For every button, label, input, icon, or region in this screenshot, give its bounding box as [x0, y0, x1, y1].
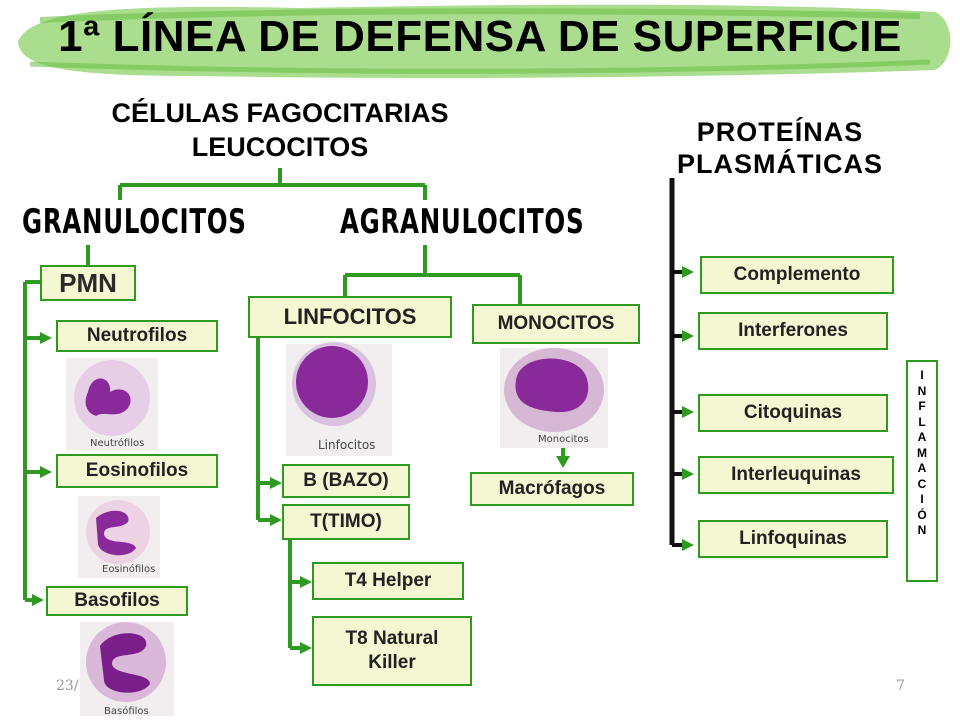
- neutrofilos-caption: Neutrófilos: [90, 438, 145, 449]
- right-arrow-icon: [682, 330, 694, 342]
- monocitos-caption: Monocitos: [538, 434, 589, 445]
- inflamacion-letter: C: [917, 476, 927, 491]
- macrofagos-box: Macrófagos: [470, 472, 634, 506]
- inflamacion-letter: A: [917, 461, 927, 475]
- right-arrow-icon: [32, 594, 44, 606]
- monocitos-box: MONOCITOS: [472, 304, 640, 344]
- basofilo-image: [80, 622, 174, 716]
- left-heading-line2: LEUCOCITOS: [191, 132, 369, 162]
- right-arrow-icon: [682, 539, 694, 551]
- right-arrow-icon: [270, 477, 282, 489]
- interferones-box: Interferones: [698, 312, 888, 350]
- eosinofilos-caption: Eosinófilos: [102, 564, 156, 575]
- t8-line1: T8 Natural: [345, 628, 439, 649]
- footer-page-number: 7: [896, 678, 905, 694]
- t8-natural-killer-box: T8 Natural Killer: [312, 616, 472, 686]
- right-heading-line1: PROTEÍNAS: [696, 117, 864, 147]
- footer-date: 23/: [56, 678, 79, 694]
- interleuquinas-box: Interleuquinas: [698, 456, 894, 494]
- right-arrow-icon: [270, 514, 282, 526]
- title-banner: [18, 4, 951, 78]
- right-arrow-icon: [682, 406, 694, 418]
- complemento-box: Complemento: [700, 256, 894, 294]
- t4-helper-box: T4 Helper: [312, 562, 464, 600]
- granulocitos-label: GRANULOCITOS: [22, 202, 247, 242]
- citoquinas-box: Citoquinas: [698, 394, 888, 432]
- inflamacion-letter: I: [920, 368, 924, 382]
- right-arrow-icon: [300, 642, 312, 654]
- inflamacion-letter: N: [917, 523, 927, 537]
- neutrofilo-image: [66, 358, 158, 450]
- inflamacion-letter: M: [917, 445, 927, 460]
- inflamacion-letter: I: [920, 492, 924, 506]
- t8-line2: Killer: [368, 652, 416, 673]
- right-arrow-icon: [300, 576, 312, 588]
- left-heading: CÉLULAS FAGOCITARIAS LEUCOCITOS: [40, 96, 520, 164]
- right-heading: PROTEÍNAS PLASMÁTICAS: [630, 116, 930, 180]
- right-arrow-icon: [40, 332, 52, 344]
- basofilos-caption: Basófilos: [104, 706, 149, 717]
- inflamacion-vertical-label: I N F L A M A C I Ó N: [906, 360, 938, 582]
- linfocitos-caption: Linfocitos: [318, 438, 376, 452]
- pmn-box: PMN: [40, 265, 136, 301]
- right-arrow-icon: [40, 466, 52, 478]
- eosinofilos-box: Eosinofilos: [56, 454, 218, 488]
- eosinofilo-image: [78, 496, 160, 578]
- linfocito-image: [286, 342, 392, 456]
- inflamacion-letter: A: [917, 430, 927, 444]
- left-heading-line1: CÉLULAS FAGOCITARIAS: [111, 98, 449, 128]
- linfocitos-box: LINFOCITOS: [248, 296, 452, 338]
- right-arrow-icon: [682, 468, 694, 480]
- right-arrow-icon: [682, 266, 694, 278]
- agranulocitos-label: AGRANULOCITOS: [340, 202, 585, 242]
- inflamacion-letter: Ó: [917, 507, 927, 522]
- linfoquinas-box: Linfoquinas: [698, 520, 888, 558]
- down-arrow-icon: [556, 456, 570, 468]
- basofilos-box: Basofilos: [46, 586, 188, 616]
- inflamacion-letter: L: [918, 414, 926, 429]
- page-title: 1ª LÍNEA DE DEFENSA DE SUPERFICIE: [58, 12, 902, 61]
- right-heading-line2: PLASMÁTICAS: [677, 149, 883, 179]
- neutrofilos-box: Neutrofilos: [56, 320, 218, 352]
- inflamacion-letter: F: [918, 399, 926, 413]
- monocito-image: [500, 348, 608, 448]
- inflamacion-letter: N: [917, 383, 927, 398]
- b-bazo-box: B (BAZO): [282, 464, 410, 498]
- t-timo-box: T(TIMO): [282, 504, 410, 540]
